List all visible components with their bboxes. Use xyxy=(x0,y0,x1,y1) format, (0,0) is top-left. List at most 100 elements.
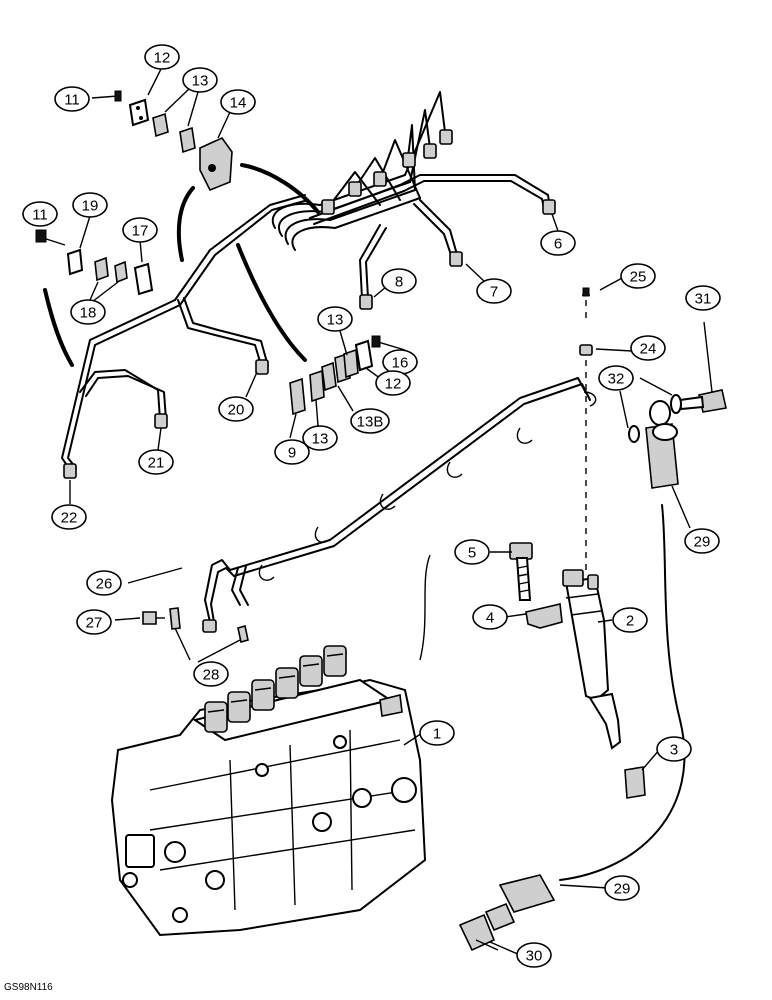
callout-label: 11 xyxy=(64,92,80,109)
clamp-arcs xyxy=(43,163,320,367)
callout-label: 26 xyxy=(96,576,113,593)
callout-bubble xyxy=(685,285,721,311)
callout-bubble xyxy=(54,86,90,112)
callout-label: 29 xyxy=(614,881,631,898)
callout-bubble xyxy=(220,89,256,115)
callout-31: 31 xyxy=(685,285,721,311)
callout-29: 29 xyxy=(684,528,720,554)
callout-label: 19 xyxy=(82,198,99,215)
callout-label: 24 xyxy=(640,341,657,358)
callout-24: 24 xyxy=(630,335,666,361)
callout-18: 18 xyxy=(70,299,106,325)
callout-bubble xyxy=(86,570,122,596)
callout-bubble xyxy=(122,217,158,243)
callout-19: 19 xyxy=(72,192,108,218)
callout-bubble xyxy=(70,299,106,325)
callout-bubble xyxy=(317,306,353,332)
callout-27: 27 xyxy=(76,609,112,635)
callout-bubble xyxy=(540,230,576,256)
callout-5: 5 xyxy=(454,539,490,565)
callout-21: 21 xyxy=(138,449,174,475)
callout-bubble xyxy=(350,408,390,434)
callout-label: 18 xyxy=(80,305,97,322)
callout-8: 8 xyxy=(381,268,417,294)
tube-nuts xyxy=(63,129,556,479)
callout-17: 17 xyxy=(122,217,158,243)
callout-label: 20 xyxy=(228,402,245,419)
callout-bubble xyxy=(604,875,640,901)
callout-bubble xyxy=(375,370,411,396)
callout-29: 29 xyxy=(604,875,640,901)
callout-label: 13B xyxy=(357,414,384,431)
callout-bubble xyxy=(472,604,508,630)
callout-label: 31 xyxy=(695,291,712,308)
callout-label: 6 xyxy=(554,236,562,253)
callout-13: 13 xyxy=(302,425,338,451)
callout-20: 20 xyxy=(218,396,254,422)
injection-pump xyxy=(110,554,431,937)
callout-1: 1 xyxy=(419,720,455,746)
callout-label: 14 xyxy=(230,95,247,112)
callout-label: 11 xyxy=(32,207,48,224)
callout-label: 16 xyxy=(392,355,409,372)
callout-label: 9 xyxy=(288,445,296,462)
callout-32: 32 xyxy=(598,365,634,391)
callout-14: 14 xyxy=(220,89,256,115)
callout-bubble xyxy=(516,942,552,968)
callout-label: 12 xyxy=(154,50,171,67)
callout-label: 3 xyxy=(670,742,678,759)
callout-bubble xyxy=(76,609,112,635)
callout-bubble xyxy=(138,449,174,475)
callout-label: 22 xyxy=(61,510,78,527)
callout-25: 25 xyxy=(620,263,656,289)
callout-label: 13 xyxy=(192,73,209,90)
leader-lines xyxy=(69,66,713,956)
callout-label: 5 xyxy=(468,545,476,562)
injection-lines xyxy=(61,91,551,471)
figure-code: GS98N116 xyxy=(4,982,53,993)
callout-bubble xyxy=(381,268,417,294)
callout-bubble xyxy=(218,396,254,422)
callout-13: 13 xyxy=(317,306,353,332)
callout-label: 8 xyxy=(395,274,403,291)
callout-label: 30 xyxy=(526,948,543,965)
callout-bubble xyxy=(598,365,634,391)
callout-28: 28 xyxy=(193,661,229,687)
callout-11: 11 xyxy=(22,201,58,227)
callout-label: 1 xyxy=(433,726,441,743)
callout-bubble xyxy=(182,67,218,93)
callout-bubble xyxy=(454,539,490,565)
callout-bubble xyxy=(656,736,692,762)
callout-22: 22 xyxy=(51,504,87,530)
callout-30: 30 xyxy=(516,942,552,968)
callout-label: 32 xyxy=(608,371,625,388)
callout-9: 9 xyxy=(274,439,310,465)
injector-assembly xyxy=(458,287,727,952)
callout-label: 2 xyxy=(626,613,634,630)
callout-3: 3 xyxy=(656,736,692,762)
callout-label: 25 xyxy=(630,269,647,286)
callout-bubble xyxy=(144,44,180,70)
callout-bubble xyxy=(620,263,656,289)
callout-label: 13 xyxy=(327,312,344,329)
callout-12: 12 xyxy=(375,370,411,396)
callout-13: 13 xyxy=(182,67,218,93)
callout-bubble xyxy=(72,192,108,218)
callout-11: 11 xyxy=(54,86,90,112)
callout-bubble xyxy=(476,278,512,304)
callout-2: 2 xyxy=(612,607,648,633)
callout-7: 7 xyxy=(476,278,512,304)
callout-label: 28 xyxy=(203,667,220,684)
banjo-bolt-parts xyxy=(142,607,249,644)
callout-4: 4 xyxy=(472,604,508,630)
callout-label: 12 xyxy=(385,376,402,393)
callout-bubble xyxy=(419,720,455,746)
callout-label: 13 xyxy=(312,431,329,448)
callout-bubble xyxy=(51,504,87,530)
leak-off-line xyxy=(202,377,597,633)
callout-bubble xyxy=(684,528,720,554)
callout-bubble xyxy=(302,425,338,451)
callout-26: 26 xyxy=(86,570,122,596)
